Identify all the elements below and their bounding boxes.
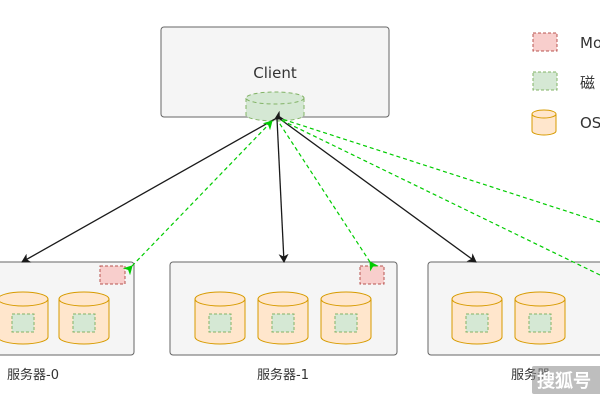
legend-swatch-os	[531, 109, 557, 136]
watermark: 搜狐号	[532, 366, 600, 394]
storage-cylinder-icon	[58, 291, 110, 345]
dashed-arrow-server-0	[122, 120, 273, 276]
client-disk-icon	[245, 91, 305, 122]
watermark-text: 搜狐号	[537, 370, 591, 392]
disk-icon	[334, 313, 358, 333]
storage-cylinder-icon	[451, 291, 503, 345]
arrow-client-server-0	[21, 110, 285, 263]
disk-icon	[271, 313, 295, 333]
legend-label-mo: Mo	[580, 34, 600, 52]
memory-icon	[359, 265, 385, 285]
dashed-arrows	[122, 118, 600, 276]
arrow-client-server-2	[279, 118, 477, 263]
legend-swatch-mo	[532, 32, 558, 52]
memory-icon	[99, 265, 126, 285]
disk-icon	[11, 313, 35, 333]
storage-cylinders	[0, 291, 566, 345]
storage-cylinder-icon	[0, 291, 49, 345]
storage-cylinder-icon	[320, 291, 372, 345]
arrow-client-server-1	[276, 118, 289, 263]
dashed-arrow-server-2b	[281, 118, 600, 223]
legend: Mo 磁 OS	[531, 32, 600, 136]
dashed-arrow-server-2a	[280, 119, 600, 276]
storage-cylinder-icon	[514, 291, 566, 345]
client-box: Client	[160, 26, 390, 122]
storage-cylinder-icon	[257, 291, 309, 345]
client-label: Client	[253, 64, 297, 82]
legend-label-disk: 磁	[580, 74, 595, 92]
storage-cylinder-icon	[194, 291, 246, 345]
legend-swatch-disk	[532, 71, 558, 91]
disk-icon	[465, 313, 489, 333]
legend-label-os: OS	[580, 114, 600, 132]
dashed-arrow-server-1	[277, 120, 379, 272]
disk-icon	[208, 313, 232, 333]
disk-icon	[72, 313, 96, 333]
server-label-1: 服务器-1	[257, 367, 309, 383]
disk-icon	[528, 313, 552, 333]
server-label-0: 服务器-0	[7, 367, 59, 383]
solid-arrows	[21, 110, 477, 263]
